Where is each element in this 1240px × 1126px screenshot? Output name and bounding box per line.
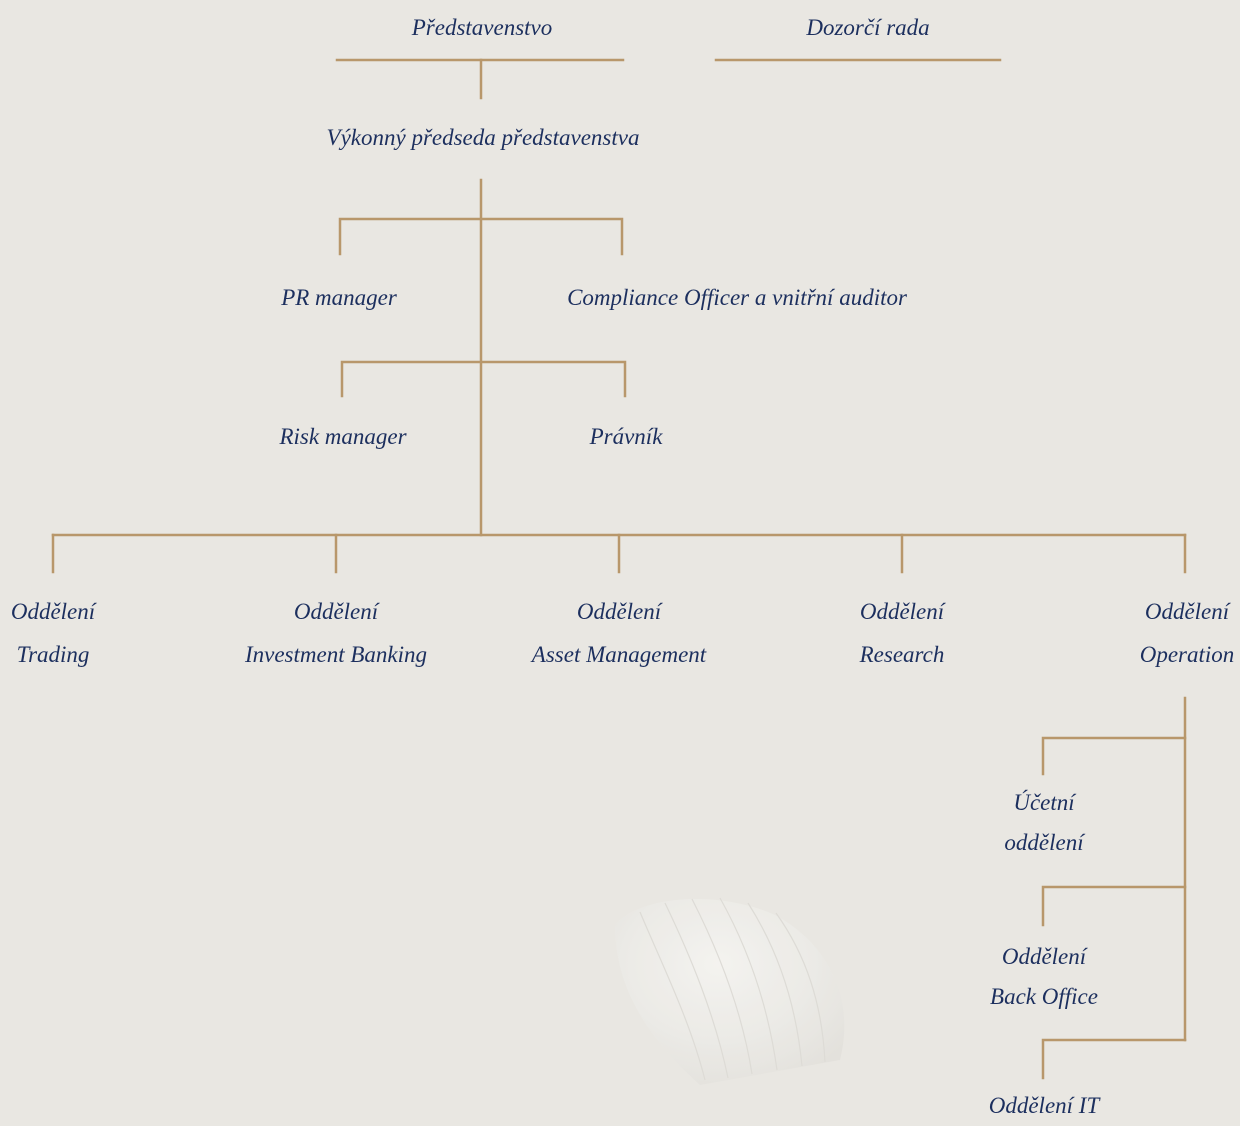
compliance-officer-label: Compliance Officer a vnitřní auditor: [567, 285, 907, 310]
unit-back-office: Oddělení Back Office: [990, 944, 1098, 1009]
risk-manager-label: Risk manager: [279, 424, 407, 449]
executive-chairman-label: Výkonný předseda představenstva: [326, 125, 640, 150]
department-trading: Oddělení Trading: [10, 599, 96, 667]
pr-manager-label: PR manager: [281, 285, 397, 310]
staff-branch-upper: [338, 217, 624, 256]
staff-branch-lower: [340, 360, 627, 398]
lawyer-label: Právník: [589, 424, 663, 449]
operation-branch-it: [1041, 1038, 1187, 1080]
operation-branch-accounting: [1041, 736, 1187, 776]
unit-it: Oddělení IT: [988, 1093, 1100, 1118]
supervisory-board-label: Dozorčí rada: [806, 15, 930, 40]
unit-accounting: Účetní oddělení: [1004, 790, 1084, 855]
department-research: Oddělení Research: [859, 599, 945, 667]
shell-icon: [615, 897, 845, 1085]
operation-branch-back-office: [1041, 885, 1187, 927]
department-operation: Oddělení Operation: [1139, 599, 1235, 667]
department-investment-banking: Oddělení Investment Banking: [244, 599, 428, 667]
board-label: Představenstvo: [411, 15, 553, 40]
department-asset-management: Oddělení Asset Management: [531, 599, 707, 667]
